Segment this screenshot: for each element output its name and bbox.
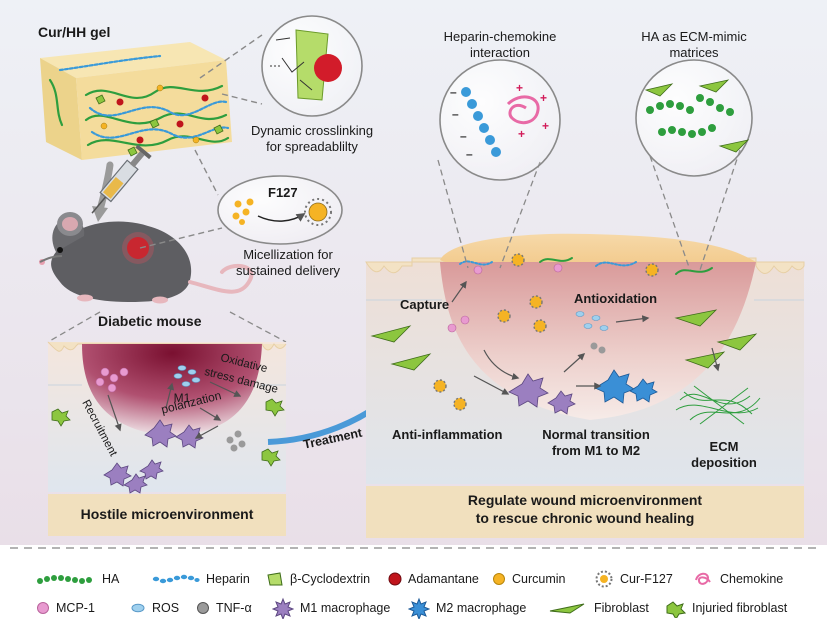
legend-label-ros: ROS	[152, 601, 180, 615]
legend-label-heparin: Heparin	[206, 572, 250, 586]
legend-label-adamantane: Adamantane	[408, 572, 479, 586]
left-banner-text: Hostile microenvironment	[80, 506, 254, 522]
cyclodextrin-swatch-icon	[267, 572, 283, 586]
tnf-swatch-icon	[197, 602, 209, 614]
legend-label-injured-fibroblast: Injuried fibroblast	[692, 601, 788, 615]
ecm-label-1: ECM	[709, 439, 739, 454]
svg-text:+: +	[516, 81, 523, 95]
micelle-label-1: Micellization for	[243, 247, 333, 262]
mcp1-swatch-icon	[37, 602, 49, 614]
gel-title: Cur/HH gel	[38, 24, 111, 40]
cur-f127-swatch-icon	[595, 570, 613, 588]
legend-label-mcp1: MCP-1	[56, 601, 95, 615]
right-banner-text-2: to rescue chronic wound healing	[475, 510, 695, 526]
ha-title-2: matrices	[669, 45, 719, 60]
legend-item-m2: M2 macrophage	[408, 597, 526, 619]
m2-macrophage-swatch-icon	[408, 597, 430, 619]
ha-title-1: HA as ECM-mimic	[641, 29, 747, 44]
legend-item-curcumin: Curcumin	[492, 568, 566, 590]
legend-item-cur-f127: Cur-F127	[594, 568, 673, 590]
svg-text:–: –	[452, 107, 459, 121]
ecm-fibers	[675, 385, 761, 425]
legend-label-ha: HA	[102, 572, 120, 586]
fibroblast-swatch-icon	[549, 603, 585, 614]
legend-item-ros: ROS	[130, 597, 179, 619]
legend-item-mcp1: MCP-1	[36, 597, 95, 619]
mouse-label: Diabetic mouse	[98, 313, 202, 329]
ha-magnifier	[635, 59, 753, 177]
mouse	[39, 212, 254, 304]
legend-item-injured-fibroblast: Injuried fibroblast	[664, 597, 787, 619]
right-banner-text-1: Regulate wound microenvironment	[467, 492, 703, 508]
heparin-title-1: Heparin-chemokine	[443, 29, 557, 44]
ros-swatch-icon	[131, 603, 145, 613]
legend-item-chemokine: Chemokine	[692, 568, 783, 590]
legend-item-fibroblast: Fibroblast	[548, 597, 649, 619]
antioxidation-label: Antioxidation	[574, 291, 658, 306]
legend-row-1: HA Heparin β-Cyclodextrin Adamantane Cur…	[10, 568, 817, 590]
legend-label-m1: M1 macrophage	[300, 601, 391, 615]
svg-text:–: –	[466, 147, 473, 161]
ha-swatch-icon	[37, 575, 92, 584]
capture-label: Capture	[400, 297, 450, 312]
legend-item-m1: M1 macrophage	[272, 597, 390, 619]
micellization-magnifier	[217, 175, 343, 245]
legend-item-adamantane: Adamantane	[388, 568, 479, 590]
m1-label-1: M1	[173, 391, 191, 405]
legend-label-cur-f127: Cur-F127	[620, 572, 673, 586]
micelle-agent-label: F127	[268, 185, 298, 200]
heparin-swatch-icon	[152, 574, 200, 584]
legend-item-heparin: Heparin	[152, 568, 250, 590]
legend-label-cyclodextrin: β-Cyclodextrin	[290, 572, 371, 586]
transition-label-1: Normal transition	[542, 427, 650, 442]
crosslink-label-1: Dynamic crosslinking	[250, 123, 374, 138]
crosslink-label-2: for spreadablilty	[266, 139, 358, 154]
left-wound-panel	[47, 341, 287, 536]
injured-fibroblast-swatch-icon	[666, 601, 686, 618]
heparin-title-2: interaction	[470, 45, 530, 60]
legend-row-2: MCP-1 ROS TNF-α M1 macrophage M2 macroph…	[10, 597, 817, 619]
svg-text:+: +	[518, 127, 525, 141]
micelle-label-2: sustained delivery	[235, 263, 341, 278]
heparin-chemokine-magnifier: –––– ++++	[439, 59, 561, 181]
right-wound-panel	[365, 233, 805, 538]
m1-macrophage-swatch-icon	[272, 597, 294, 619]
svg-text:+: +	[542, 119, 549, 133]
legend-label-chemokine: Chemokine	[720, 572, 784, 586]
svg-text:–: –	[450, 85, 457, 99]
gel-block	[40, 42, 232, 160]
ecm-label-2: deposition	[691, 455, 757, 470]
svg-text:+: +	[540, 91, 547, 105]
crosslinking-magnifier	[261, 15, 363, 117]
right-banner	[366, 486, 804, 538]
legend-label-fibroblast: Fibroblast	[594, 601, 649, 615]
adamantane-swatch-icon	[388, 572, 402, 586]
legend-item-ha: HA	[36, 568, 119, 590]
legend-item-tnf: TNF-α	[196, 597, 252, 619]
transition-label-2: from M1 to M2	[551, 443, 641, 458]
legend-label-m2: M2 macrophage	[436, 601, 527, 615]
legend-label-curcumin: Curcumin	[512, 572, 566, 586]
chemokine-swatch-icon	[695, 572, 711, 585]
legend-label-tnf: TNF-α	[216, 601, 252, 615]
legend-item-cyclodextrin: β-Cyclodextrin	[266, 568, 370, 590]
left-banner	[48, 494, 286, 536]
svg-text:–: –	[460, 129, 467, 143]
anti-inflammation-label: Anti-inflammation	[392, 427, 503, 442]
syringe	[91, 144, 152, 214]
curcumin-swatch-icon	[493, 573, 505, 585]
